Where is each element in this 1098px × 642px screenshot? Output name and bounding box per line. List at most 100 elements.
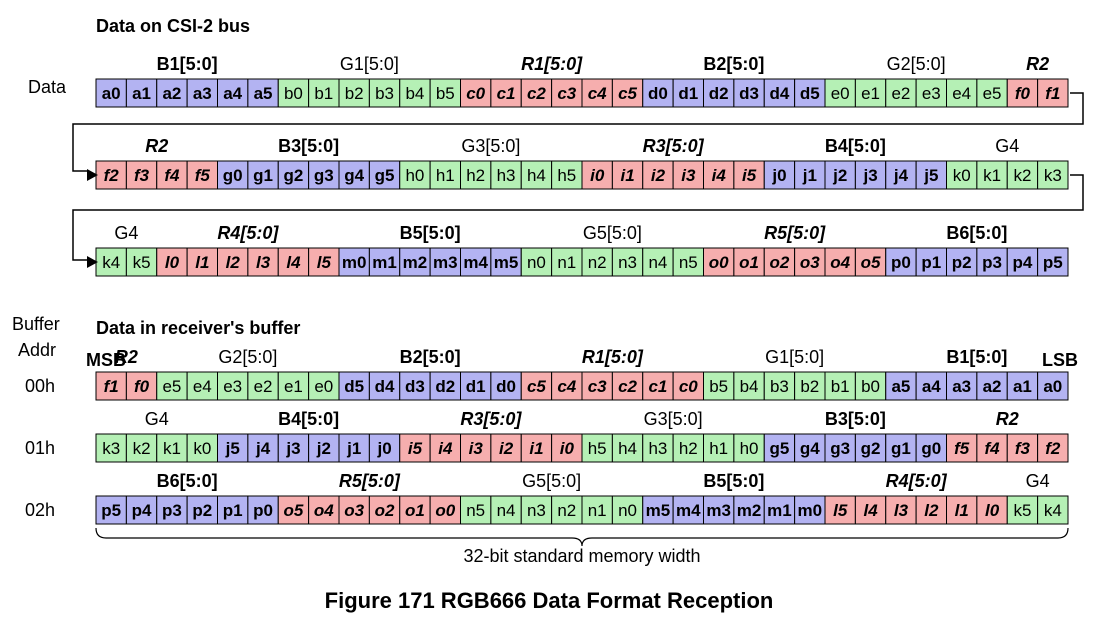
bus-cell	[156, 78, 188, 108]
bus-cell	[338, 160, 370, 190]
bus-cell-label: o3	[800, 253, 820, 272]
bus-cell-label: n4	[648, 253, 667, 272]
bus-group-label: R1[5:0]	[521, 54, 583, 74]
bus-cell	[885, 160, 917, 190]
bus-group-label: B2[5:0]	[703, 54, 764, 74]
buffer-cell-label: k0	[193, 439, 211, 458]
buffer-cell	[308, 495, 340, 525]
bus-cell-label: l2	[226, 253, 241, 272]
bus-cell-label: c2	[527, 84, 546, 103]
buffer-cell-label: l0	[985, 501, 1000, 520]
buffer-cell-label: m3	[706, 501, 731, 520]
buffer-cell-label: d2	[435, 377, 455, 396]
buffer-cell	[733, 371, 765, 401]
buffer-cell	[186, 495, 218, 525]
bus-cell-label: a5	[254, 84, 273, 103]
bus-cell-label: h3	[497, 166, 516, 185]
bus-cell-label: f5	[195, 166, 211, 185]
bus-cell-label: k2	[1013, 166, 1031, 185]
buffer-cell-label: o5	[284, 501, 304, 520]
bus-group-label: G3[5:0]	[461, 136, 520, 156]
buffer-cell-label: c1	[648, 377, 667, 396]
bus-cell	[703, 247, 735, 277]
buffer-cell-label: p1	[223, 501, 243, 520]
bus-cell-label: f1	[1045, 84, 1060, 103]
buffer-cell-label: b3	[770, 377, 789, 396]
bus-cell	[490, 160, 522, 190]
buffer-group-label: B1[5:0]	[946, 347, 1007, 367]
bus-cell-label: h4	[527, 166, 546, 185]
bus-cell	[915, 78, 947, 108]
bus-cell-label: n1	[557, 253, 576, 272]
buffer-cell-label: d4	[375, 377, 395, 396]
buffer-group-label: R5[5:0]	[339, 471, 401, 491]
buffer-cell-label: h4	[618, 439, 637, 458]
buffer-group-label: R4[5:0]	[886, 471, 948, 491]
bus-cell-label: l0	[165, 253, 180, 272]
bus-group-label: R2	[1026, 54, 1049, 74]
bus-cell-label: d2	[709, 84, 729, 103]
buffer-cell-label: o2	[375, 501, 395, 520]
buffer-cell-label: j3	[285, 439, 300, 458]
bus-cell	[733, 160, 765, 190]
bus-cell	[976, 247, 1008, 277]
buffer-group-label: B3[5:0]	[825, 409, 886, 429]
bus-cell	[368, 160, 401, 190]
buffer-cell-label: j2	[316, 439, 331, 458]
bus-group-label: R5[5:0]	[764, 223, 826, 243]
buffer-cell	[490, 371, 522, 401]
wrap-arrow-1	[72, 92, 1084, 172]
buffer-cell	[854, 495, 887, 525]
buffer-cell-label: p5	[101, 501, 121, 520]
bus-cell-label: k5	[133, 253, 151, 272]
bus-cell	[763, 247, 796, 277]
buffer-cell-label: b2	[800, 377, 819, 396]
bus-cell-label: g4	[344, 166, 364, 185]
buffer-cell-label: h3	[648, 439, 667, 458]
bus-cell	[429, 78, 461, 108]
width-brace	[95, 527, 1069, 547]
bus-cell-label: b2	[345, 84, 364, 103]
buffer-cell	[885, 433, 917, 463]
bus-cell	[247, 160, 279, 190]
buffer-cell	[946, 495, 978, 525]
buffer-cell	[125, 495, 158, 525]
buffer-cell	[217, 371, 249, 401]
buffer-cell	[794, 433, 826, 463]
bus-cell	[308, 160, 340, 190]
buffer-group-label: G3[5:0]	[644, 409, 703, 429]
buffer-cell	[1037, 495, 1069, 525]
bus-cell	[490, 78, 522, 108]
bus-group-label: B4[5:0]	[825, 136, 886, 156]
arrow-head-2	[87, 256, 98, 268]
buffer-cell	[824, 433, 856, 463]
bus-cell	[976, 160, 1008, 190]
bus-cell-label: i5	[742, 166, 757, 185]
bus-cell-label: a4	[223, 84, 242, 103]
buffer-cell	[703, 433, 735, 463]
buffer-cell-label: k5	[1013, 501, 1031, 520]
bus-cell-label: o2	[770, 253, 790, 272]
bus-cell	[946, 160, 978, 190]
bus-cell-label: g0	[223, 166, 243, 185]
bus-cell-label: p5	[1043, 253, 1063, 272]
bus-cell-label: d3	[739, 84, 759, 103]
buffer-cell-label: f4	[985, 439, 1001, 458]
bus-cell-label: j1	[802, 166, 817, 185]
buffer-cell	[277, 433, 310, 463]
bus-group-label: R4[5:0]	[217, 223, 279, 243]
buffer-cell	[520, 371, 553, 401]
bus-cell-label: p2	[952, 253, 972, 272]
buffer-group-label: B6[5:0]	[157, 471, 218, 491]
buffer-cell-label: c0	[679, 377, 698, 396]
bus-cell-label: j2	[832, 166, 847, 185]
bus-cell	[1006, 247, 1039, 277]
buffer-cell	[642, 433, 674, 463]
buffer-cell-label: a1	[1013, 377, 1032, 396]
bus-cell	[308, 78, 340, 108]
bus-cell	[1037, 160, 1069, 190]
buffer-cell	[703, 371, 735, 401]
buffer-cell-label: h1	[709, 439, 728, 458]
buffer-cell-label: a0	[1043, 377, 1062, 396]
